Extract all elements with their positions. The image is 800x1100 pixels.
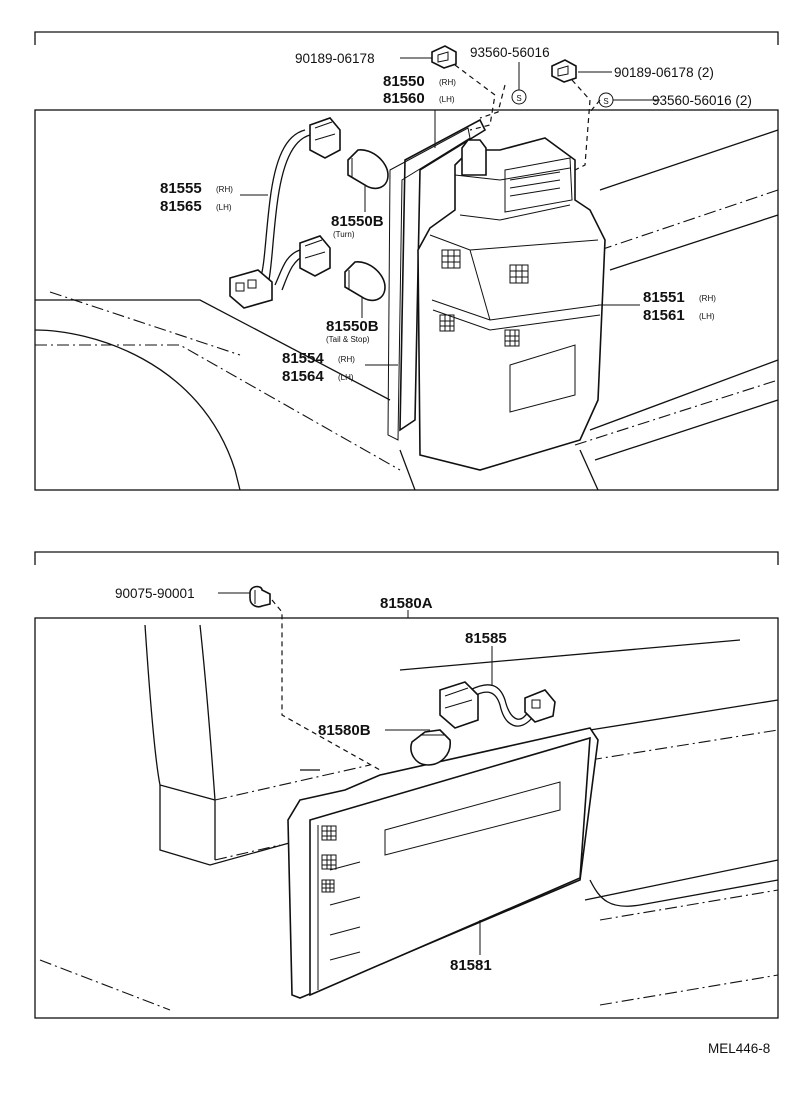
label-93560-56016-a: 93560-56016	[470, 45, 550, 60]
label-81550: 81550	[383, 73, 425, 90]
label-81565: 81565	[160, 198, 202, 215]
lamp-gasket	[399, 118, 487, 432]
label-81551-rh: (RH)	[699, 294, 716, 303]
label-81555-rh: (RH)	[216, 185, 233, 194]
label-81560: 81560	[383, 90, 425, 107]
label-81550-rh: (RH)	[439, 78, 456, 87]
screw-symbol-b: S	[598, 92, 614, 108]
label-81580b: 81580B	[318, 722, 371, 739]
label-81551: 81551	[643, 289, 685, 306]
upper-leaders	[240, 57, 660, 366]
screw-90075	[249, 585, 271, 608]
label-81581: 81581	[450, 957, 492, 974]
label-90189-06178-b: 90189-06178 (2)	[614, 65, 714, 80]
lower-body-outline	[39, 624, 779, 1011]
clip-90189-b	[551, 59, 577, 83]
label-81554: 81554	[282, 350, 324, 367]
label-tail-stop-note: (Tail & Stop)	[326, 335, 370, 344]
label-81585: 81585	[465, 630, 507, 647]
label-81561-lh: (LH)	[699, 312, 715, 321]
lower-bracket	[34, 551, 779, 565]
screw-guide-b	[571, 79, 591, 171]
lower-frame	[34, 617, 779, 1019]
label-turn-note: (Turn)	[333, 230, 355, 239]
screw-symbol-a: S	[511, 89, 527, 105]
screw-guide-a	[454, 64, 496, 131]
label-81550b-turn: 81550B	[331, 213, 384, 230]
label-90189-06178-a: 90189-06178	[295, 51, 375, 66]
label-81560-lh: (LH)	[439, 95, 455, 104]
lower-leaders	[218, 592, 493, 955]
label-93560-56016-b: 93560-56016 (2)	[652, 93, 752, 108]
upper-bracket	[34, 31, 779, 45]
label-81565-lh: (LH)	[216, 203, 232, 212]
label-81550b-tail: 81550B	[326, 318, 379, 335]
rear-combination-lamp	[417, 137, 606, 471]
upper-body-outline	[34, 129, 779, 491]
svg-text:S: S	[603, 97, 608, 106]
diagram-code: MEL446-8	[708, 1041, 770, 1056]
socket-wiring-harness	[229, 117, 341, 309]
label-81564-lh: (LH)	[338, 373, 354, 382]
upper-section: S S	[34, 31, 779, 491]
label-81580a: 81580A	[380, 595, 433, 612]
screw-guide-c	[271, 599, 381, 771]
bulb-turn	[347, 149, 389, 190]
label-81554-rh: (RH)	[338, 355, 355, 364]
label-81561: 81561	[643, 307, 685, 324]
license-plate-lamp	[287, 727, 599, 999]
bulb-81580b	[410, 729, 451, 766]
svg-text:S: S	[516, 94, 521, 103]
bulb-tail-stop	[344, 261, 386, 302]
label-81555: 81555	[160, 180, 202, 197]
label-81564: 81564	[282, 368, 324, 385]
lower-section: 90075-90001 81580A 81585 81580B 81581	[34, 551, 779, 1019]
label-90075-90001: 90075-90001	[115, 586, 195, 601]
clip-90189-a	[431, 45, 457, 69]
socket-81585	[439, 681, 556, 729]
